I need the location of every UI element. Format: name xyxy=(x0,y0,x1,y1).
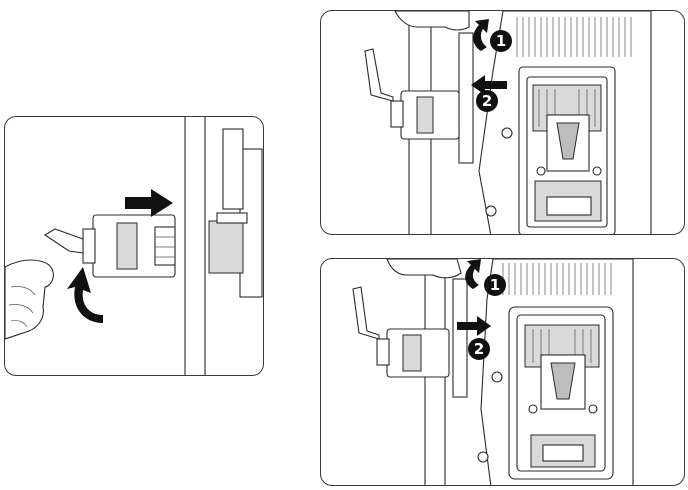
illustration-panel-release-step-a: 1 2 xyxy=(320,10,685,235)
step-1-label: 1 xyxy=(496,32,506,50)
step-2-label: 2 xyxy=(474,340,484,358)
hand-icon xyxy=(5,259,54,340)
straight-arrow-icon xyxy=(471,75,507,95)
insert-plate-illustration xyxy=(5,117,263,375)
hand-icon xyxy=(386,259,462,279)
step-2-label: 2 xyxy=(482,92,492,110)
step-1-badge: 1 xyxy=(490,30,512,52)
step-1-label: 1 xyxy=(490,276,500,294)
step-2-badge: 2 xyxy=(468,338,490,360)
straight-arrow-icon xyxy=(457,316,491,336)
illustration-panel-release-step-b: 1 2 xyxy=(320,258,685,486)
straight-arrow-icon xyxy=(125,189,173,217)
curved-arrow-icon xyxy=(473,19,489,51)
step-2-badge: 2 xyxy=(476,90,498,112)
release-illustration-a: 1 2 xyxy=(364,11,652,234)
curved-arrow-icon xyxy=(67,267,103,323)
release-illustration-b: 1 2 xyxy=(352,259,634,485)
illustration-panel-insert xyxy=(4,116,264,376)
hand-icon xyxy=(394,11,470,31)
step-1-badge: 1 xyxy=(484,274,506,296)
curved-arrow-icon xyxy=(465,259,481,289)
